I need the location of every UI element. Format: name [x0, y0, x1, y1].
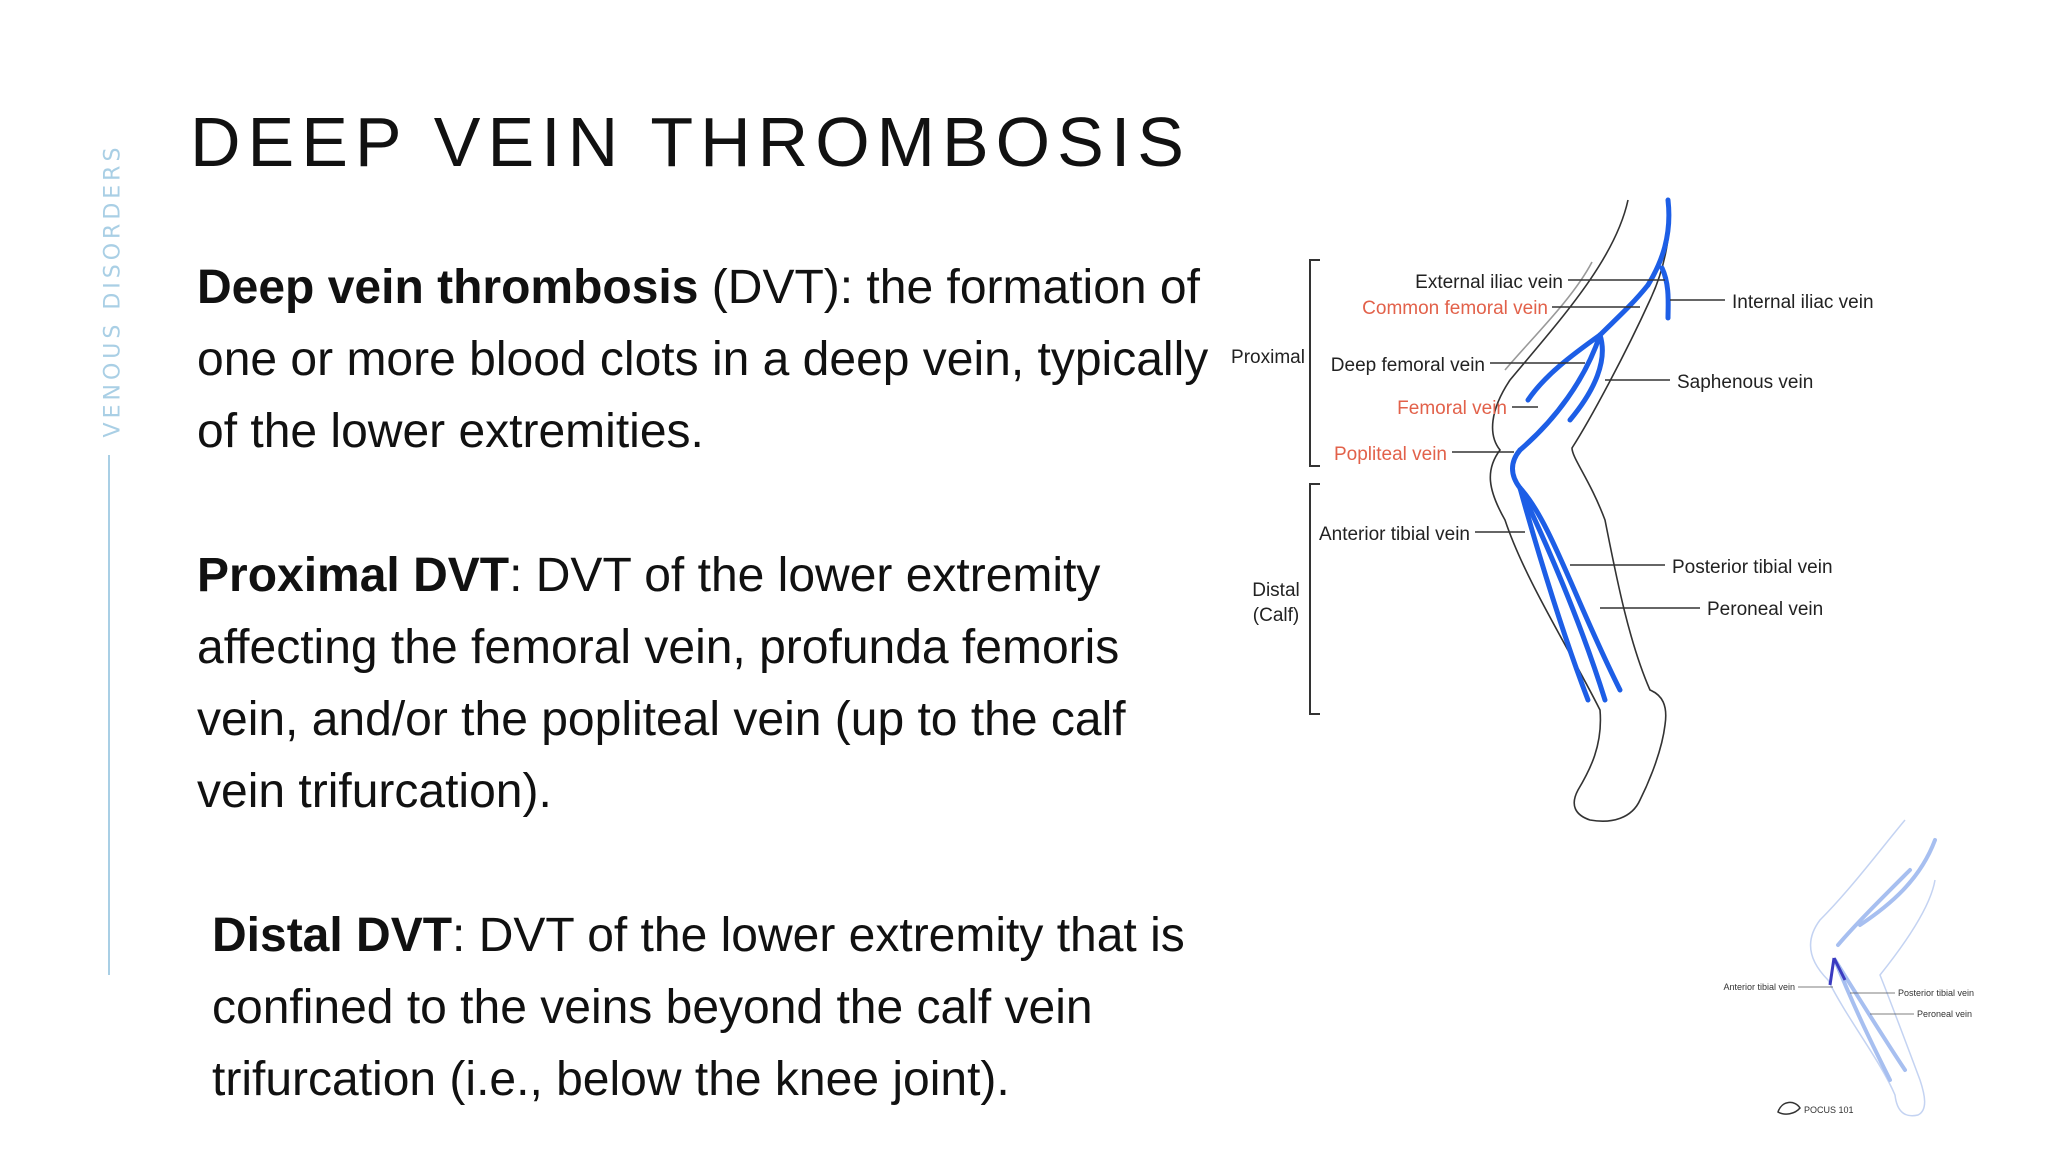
distal-group-label: Distal: [1252, 580, 1300, 601]
term: Deep vein thrombosis: [197, 261, 699, 314]
femoral-vein-line: [1517, 332, 1603, 453]
definition-proximal-dvt: Proximal DVT: DVT of the lower extremity…: [197, 540, 1217, 828]
pocus-logo-icon: [1777, 1101, 1801, 1115]
deep-femoral-vein-label: Deep femoral vein: [1331, 355, 1485, 376]
definition-distal-dvt: Distal DVT: DVT of the lower extremity t…: [197, 900, 1217, 1116]
inset-posterior-tibial-label: Posterior tibial vein: [1898, 988, 1974, 998]
inset-arrow-icon: [1828, 957, 1847, 986]
proximal-bracket: [1309, 259, 1320, 467]
inset-diagram: Anterior tibial vein Posterior tibial ve…: [1723, 819, 1974, 1117]
term: Distal DVT: [212, 909, 453, 962]
internal-iliac-vein-line: [1659, 265, 1671, 321]
common-femoral-vein-label: Common femoral vein: [1362, 298, 1548, 319]
distal-bracket: [1309, 483, 1320, 715]
group-brackets: [1309, 259, 1320, 715]
inset-veins: [1833, 838, 1937, 1082]
posterior-tibial-vein-label: Posterior tibial vein: [1672, 557, 1833, 578]
leg-outline: [1489, 199, 1671, 822]
leader-lines: [1452, 279, 1725, 609]
definitions: Deep vein thrombosis (DVT): the formatio…: [197, 252, 1217, 1116]
proximal-group-label: Proximal: [1231, 347, 1305, 368]
external-iliac-vein-line: [1645, 197, 1672, 288]
peroneal-vein-line: [1517, 485, 1608, 703]
common-femoral-vein-line: [1597, 282, 1651, 338]
inset-logo-text: POCUS 101: [1804, 1105, 1854, 1115]
inset-leader-lines: [1798, 986, 1914, 1015]
deep-femoral-vein-line: [1525, 332, 1603, 403]
definition-text: (DVT): the formation of one or more bloo…: [197, 261, 1209, 458]
anterior-tibial-vein-label: Anterior tibial vein: [1319, 524, 1470, 545]
distal-group-sublabel: (Calf): [1253, 605, 1299, 626]
femoral-vein-label: Femoral vein: [1397, 398, 1507, 419]
popliteal-vein-line: [1510, 447, 1523, 491]
side-divider: [108, 455, 110, 975]
anterior-tibial-vein-line: [1517, 485, 1591, 703]
definition-dvt: Deep vein thrombosis (DVT): the formatio…: [197, 252, 1217, 468]
external-iliac-vein-label: External iliac vein: [1415, 272, 1563, 293]
posterior-tibial-vein-line: [1517, 485, 1623, 693]
inset-leg-outline: [1809, 819, 1936, 1117]
term: Proximal DVT: [197, 549, 510, 602]
definition-text: : DVT of the lower extremity affecting t…: [197, 549, 1126, 818]
peroneal-vein-label: Peroneal vein: [1707, 599, 1823, 620]
popliteal-vein-label: Popliteal vein: [1334, 444, 1447, 465]
saphenous-vein-line: [1567, 332, 1605, 423]
saphenous-vein-label: Saphenous vein: [1677, 372, 1813, 393]
page-title: DEEP VEIN THROMBOSIS: [190, 103, 1191, 181]
veins: [1510, 197, 1672, 703]
inset-anterior-tibial-label: Anterior tibial vein: [1723, 982, 1795, 992]
internal-iliac-vein-label: Internal iliac vein: [1732, 292, 1874, 313]
definition-text: : DVT of the lower extremity that is con…: [212, 909, 1185, 1106]
inset-peroneal-label: Peroneal vein: [1917, 1009, 1972, 1019]
